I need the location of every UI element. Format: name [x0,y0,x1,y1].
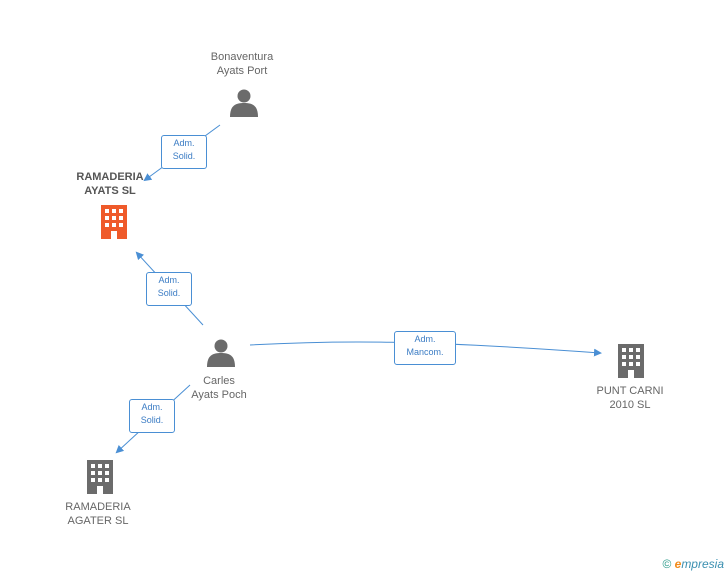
building-icon[interactable] [87,460,113,494]
node-label-line: Bonaventura [210,51,274,63]
node-label-ramaderia-ayats[interactable]: RAMADERIA AYATS SL [76,170,143,198]
edge-label-adm-solid[interactable]: Adm. Solid. [129,399,175,433]
edge-label-line: Mancom. [406,347,444,357]
edge-label-line: Solid. [172,151,196,161]
node-label-line: PUNT CARNI [596,385,664,397]
node-label-punt-carni[interactable]: PUNT CARNI 2010 SL [596,384,663,412]
edge-label-line: Adm. [158,275,180,285]
edge-line-carles-punt-carni [249,341,602,357]
copyright-symbol: © [662,557,672,571]
node-label-line: Carles [203,375,235,387]
node-label-carles[interactable]: Carles Ayats Poch [191,374,246,402]
empresia-logo[interactable]: empresia [675,557,724,571]
person-icon[interactable] [207,339,235,368]
person-icon[interactable] [230,89,258,118]
node-label-line: Ayats Port [216,65,268,77]
edge-label-adm-mancom[interactable]: Adm. Mancom. [394,331,456,365]
node-label-line: RAMADERIA [65,501,131,513]
building-icon[interactable] [618,344,644,378]
edge-label-line: Solid. [157,288,181,298]
logo-e-letter: e [674,557,682,571]
edge-label-line: Adm. [414,334,436,344]
node-label-line: 2010 SL [609,399,651,411]
node-label-ramaderia-agater[interactable]: RAMADERIA AGATER SL [65,500,130,528]
edge-label-line: Solid. [140,415,164,425]
node-label-line: RAMADERIA [76,171,144,183]
node-label-bonaventura[interactable]: Bonaventura Ayats Port [211,50,273,78]
node-label-line: AGATER SL [67,515,129,527]
node-label-line: AYATS SL [84,185,136,197]
edge-label-adm-solid[interactable]: Adm. Solid. [161,135,207,169]
building-icon[interactable] [101,205,127,239]
edge-label-line: Adm. [141,402,163,412]
edge-label-adm-solid[interactable]: Adm. Solid. [146,272,192,306]
logo-brand-text: mpresia [681,557,724,571]
node-label-line: Ayats Poch [191,389,247,401]
copyright-footer: © empresia [662,557,724,571]
edge-label-line: Adm. [173,138,195,148]
